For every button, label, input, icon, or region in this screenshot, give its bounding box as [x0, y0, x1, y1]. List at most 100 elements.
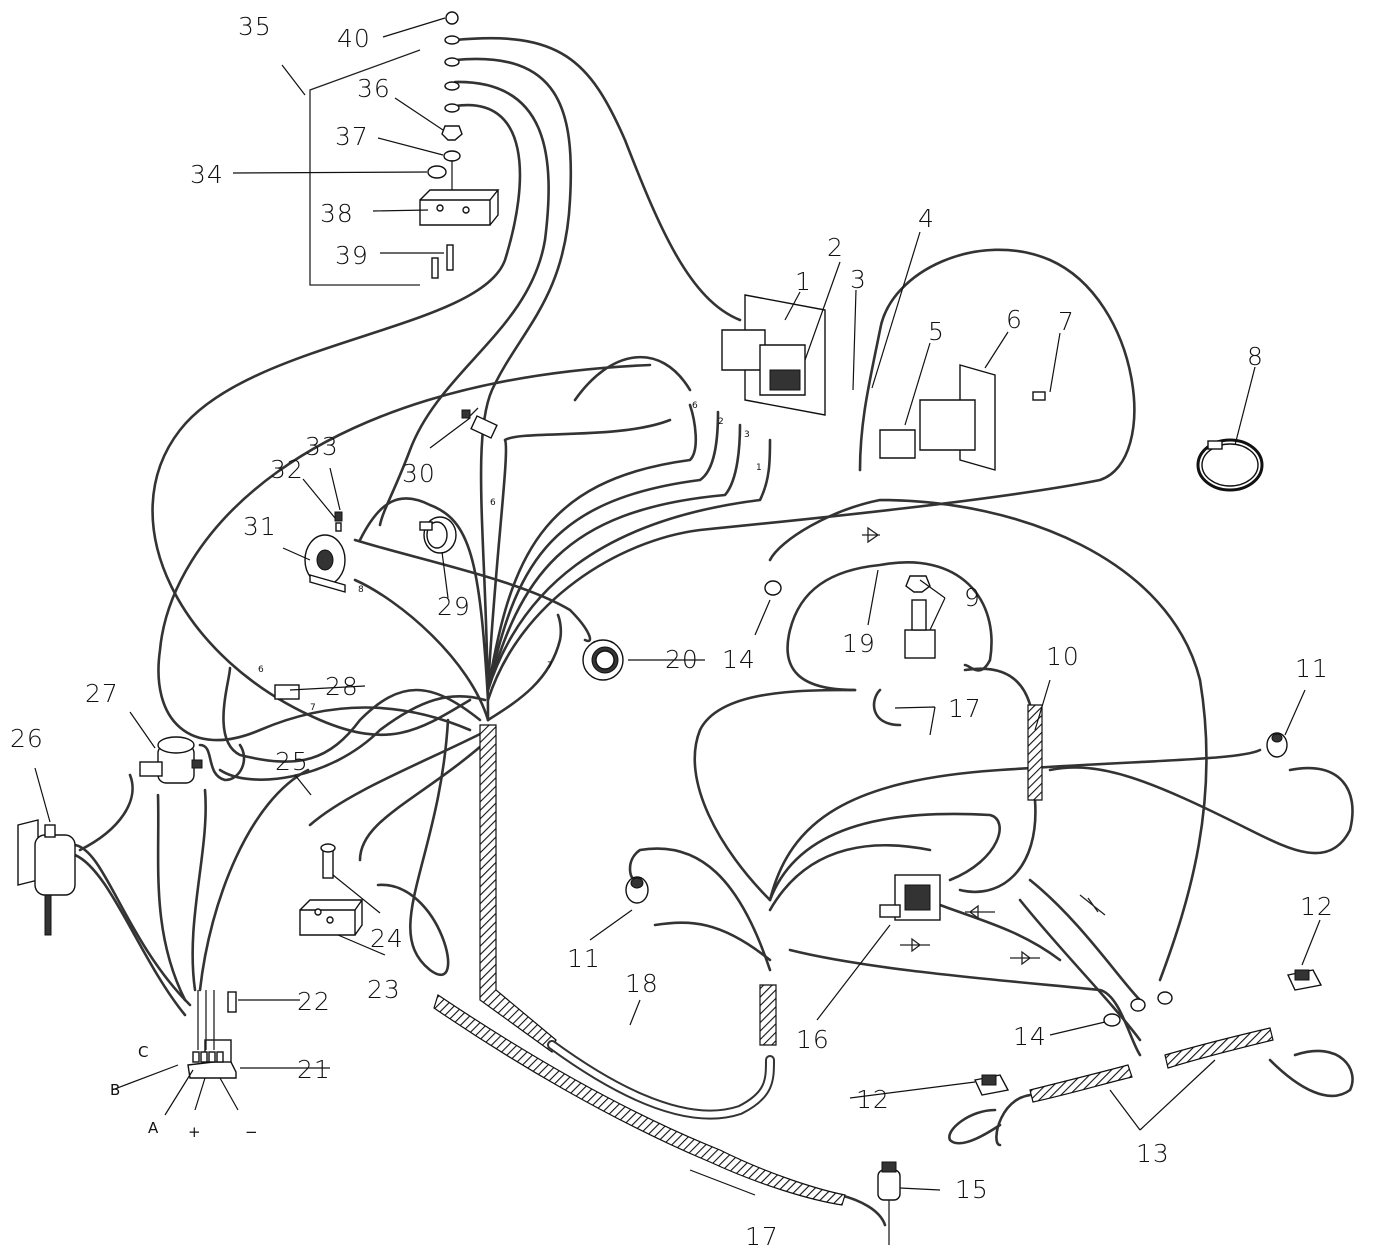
horn-31	[304, 534, 346, 593]
tag-7b: 7	[547, 661, 553, 671]
callout-30: 30	[402, 459, 436, 488]
cap-14-b	[1130, 998, 1146, 1012]
hourmeter-20	[582, 639, 624, 681]
tag-6b: 6	[490, 498, 496, 508]
wire-harness-up	[693, 688, 857, 902]
wire-harness-to-block	[198, 768, 310, 992]
bolt-39b	[431, 257, 439, 279]
sleeve-13-left	[1029, 1064, 1133, 1103]
callout-14-top: 14	[722, 645, 756, 674]
callout-21: 21	[297, 1055, 331, 1084]
terminal-b: B	[110, 1081, 120, 1099]
wire-to-11-left-2	[653, 921, 772, 962]
part-34	[427, 165, 447, 179]
callout-22: 22	[297, 987, 331, 1016]
callout-19: 19	[842, 629, 876, 658]
callout-35: 35	[238, 12, 272, 41]
rocker-12-left	[973, 1074, 1010, 1096]
callout-16: 16	[796, 1025, 830, 1054]
indicator-11-left	[625, 876, 649, 904]
callout-12-left: 12	[856, 1085, 890, 1114]
wire-loop-left-2	[222, 666, 482, 763]
relay-panel-6	[879, 364, 1046, 471]
callout-24: 24	[370, 924, 404, 953]
wire-bottom-3	[308, 728, 490, 827]
callout-13: 13	[1136, 1139, 1170, 1168]
wire-12-left-loop	[948, 1108, 1002, 1145]
callout-28: 28	[325, 672, 359, 701]
cap-14-top	[764, 580, 782, 596]
wire-16-right	[938, 903, 1062, 962]
callout-29: 29	[437, 592, 471, 621]
fuse-block-21	[187, 990, 237, 1079]
callout-25: 25	[275, 747, 309, 776]
callout-31: 31	[243, 512, 277, 541]
relay-core	[769, 369, 801, 391]
callout-39: 39	[335, 241, 369, 270]
wire-to-ignition	[486, 418, 672, 692]
callout-20: 20	[665, 645, 699, 674]
callout-23: 23	[367, 975, 401, 1004]
relay-block-6	[919, 399, 976, 451]
callout-3: 3	[850, 265, 867, 294]
callout-10: 10	[1046, 642, 1080, 671]
switch-28	[274, 684, 300, 700]
wire-to-6	[486, 403, 698, 692]
harness-sleeves	[433, 704, 1274, 1206]
wire-16-loop-2	[768, 843, 932, 912]
wire-to-20	[486, 613, 563, 722]
wire-to-panel-top	[573, 355, 692, 402]
wire-starter-1	[73, 853, 187, 1017]
wire-solenoid-2	[78, 773, 134, 852]
solenoid-27	[139, 736, 203, 784]
tag-6c: 6	[258, 665, 264, 675]
switch-15	[877, 1161, 901, 1245]
callout-14-bottom: 14	[1013, 1022, 1047, 1051]
callout-12-right: 12	[1300, 892, 1334, 921]
callout-36: 36	[357, 74, 391, 103]
gauge-29	[419, 516, 457, 554]
wire-to-3	[486, 423, 742, 692]
callout-11-right: 11	[1295, 654, 1329, 683]
key-switch-30	[461, 407, 498, 439]
wire-loop-left-3	[218, 694, 487, 781]
tag-1: 1	[756, 463, 762, 473]
callout-9: 9	[964, 583, 981, 612]
wire-set	[73, 36, 1354, 1227]
wire-bottom-1	[376, 718, 450, 977]
ring-2	[444, 57, 460, 67]
callout-37: 37	[335, 122, 369, 151]
wire-starter-2	[73, 843, 192, 1007]
block-38-hole-1	[436, 204, 444, 212]
callout-17-lower: 17	[745, 1222, 779, 1251]
nut-36	[441, 125, 463, 141]
callout-40: 40	[337, 24, 371, 53]
wire-tags: 6 2 3 1 6 8 6 7 7	[258, 401, 762, 713]
terminal-a: A	[148, 1119, 159, 1137]
tag-2: 2	[718, 417, 724, 427]
wire-15	[838, 1193, 887, 1227]
sleeve-10	[1027, 704, 1043, 801]
module-5	[879, 429, 916, 459]
switch-16	[879, 874, 941, 921]
block-38-hole-2	[462, 206, 470, 214]
wire-loop-right	[768, 498, 1208, 982]
wire-top-3	[378, 80, 550, 527]
sleeve-17	[433, 994, 846, 1206]
ring-1	[444, 35, 460, 45]
wire-top-1	[453, 36, 742, 322]
relay-panel-1	[721, 294, 826, 416]
sleeve-main-vertical	[479, 724, 557, 1053]
callout-27: 27	[85, 679, 119, 708]
terminal-minus: −	[245, 1123, 258, 1141]
screw-7	[1032, 391, 1046, 401]
diode-symbols	[862, 526, 1106, 966]
callout-34: 34	[190, 160, 224, 189]
starter-26	[17, 819, 76, 936]
clamp-8	[1196, 438, 1264, 492]
wire-top-2	[453, 57, 573, 722]
nut-40	[445, 11, 459, 25]
callout-5: 5	[928, 317, 945, 346]
wire-to-14c	[1028, 878, 1142, 1002]
wire-to-29	[353, 538, 592, 643]
